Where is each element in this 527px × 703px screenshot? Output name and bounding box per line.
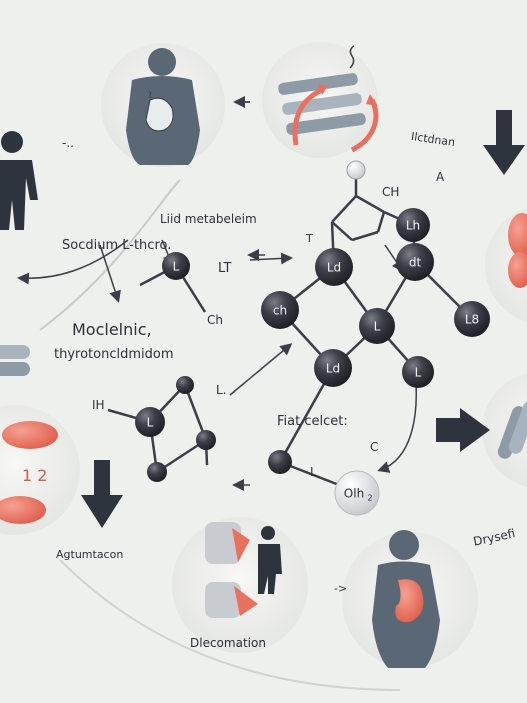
atom-l-small-label: L	[173, 260, 180, 274]
label-dots: -..	[62, 136, 74, 150]
label-ch-top: CH	[382, 185, 400, 199]
atom-dt-label: dt	[409, 256, 422, 270]
label-discoloration: Dlecomation	[190, 636, 266, 650]
atom-ch-label: ch	[273, 304, 287, 318]
atom-l8-label: L8	[465, 313, 479, 327]
down-arrow-right	[483, 110, 525, 175]
label-ch-small: Ch	[207, 313, 223, 327]
atom-ld-bottom-label: Ld	[326, 362, 340, 376]
label-c: C	[370, 440, 379, 454]
label-arrow-mid: ->	[334, 582, 348, 595]
down-arrow-left	[81, 460, 123, 528]
atom-l-small: L	[162, 252, 190, 280]
svg-text:⌇: ⌇	[148, 90, 152, 101]
person-icon-left	[0, 131, 38, 230]
atom-ld-top: Ld	[315, 248, 353, 286]
label-flat-select: Fiat celcet:	[277, 414, 348, 429]
label-thyro: thyrotoncldmidom	[54, 347, 174, 362]
label-l-stroke: L	[310, 465, 317, 479]
atom-olh: Olh 2	[334, 470, 380, 516]
connector-arrows	[17, 96, 417, 491]
atom-olh-subscript: 2	[367, 494, 372, 503]
atom-ld-bottom: Ld	[314, 349, 352, 387]
grey-cylinders-right	[497, 401, 527, 459]
label-t: T	[306, 232, 313, 245]
atom-l-left-label: L	[147, 416, 154, 430]
atom-l-right-label: L	[415, 366, 422, 380]
label-ih: IH	[92, 398, 105, 412]
person-with-stomach-icon	[372, 530, 440, 668]
membrane-transport-icon	[278, 45, 379, 153]
right-arrow	[436, 408, 490, 452]
atom-small-nodes	[147, 160, 366, 482]
label-l-dot: L.	[216, 383, 227, 397]
atom-l-right: L	[402, 356, 434, 388]
label-lipid-metabolism: Liid metabeleim	[160, 212, 257, 226]
label-agglutination: Agtumtacon	[56, 548, 124, 561]
atom-l-center-label: L	[374, 320, 381, 334]
atom-olh-label: Olh	[344, 487, 364, 501]
person-with-capsules-icon	[205, 522, 282, 618]
atom-dt: dt	[396, 243, 434, 281]
person-with-liver-icon: ⌇	[126, 48, 200, 165]
label-sodium: Socdium L-thcro.	[62, 238, 172, 253]
atom-ld-top-label: Ld	[327, 261, 341, 275]
red-cells-right	[508, 213, 527, 288]
red-cells-left	[0, 345, 58, 524]
atom-l-left: L	[135, 407, 165, 437]
atom-l-center: L	[359, 308, 395, 344]
label-molecular: Moclelnic,	[72, 320, 152, 339]
label-lt: LT	[218, 261, 232, 276]
atom-lh: Lh	[396, 208, 430, 242]
atom-l8: L8	[454, 301, 490, 337]
label-one-two: 1 2	[22, 466, 48, 485]
atom-ch: ch	[261, 291, 299, 329]
atom-lh-label: Lh	[406, 219, 420, 233]
label-a-top: A	[436, 170, 445, 184]
bubble-far-right-lower	[482, 373, 527, 487]
